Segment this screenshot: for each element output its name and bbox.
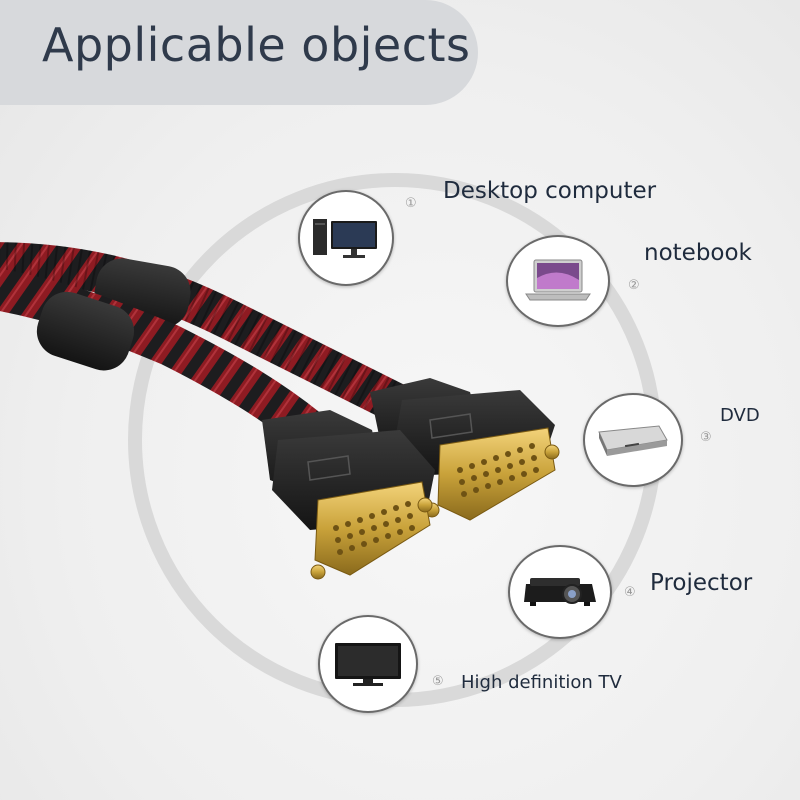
page-title: Applicable objects: [42, 18, 471, 72]
header-banner: Applicable objects: [0, 0, 478, 105]
laptop-icon: [525, 259, 591, 301]
device-desktop-computer: [298, 190, 394, 286]
device-label: High definition TV: [461, 672, 622, 693]
device-label: notebook: [644, 240, 752, 266]
dvi-connector: [370, 378, 560, 521]
device-number: ④: [624, 585, 636, 600]
device-number: ⑤: [432, 674, 444, 689]
dvd-player-icon: [598, 425, 668, 456]
desktop-computer-icon: [313, 219, 377, 258]
device-number: ③: [700, 430, 712, 445]
device-projector: [508, 545, 612, 639]
device-label: Projector: [650, 570, 753, 596]
device-hdtv: [318, 615, 418, 713]
cable-lower: [0, 268, 341, 461]
device-label: DVD: [720, 405, 760, 426]
device-dvd: [583, 393, 683, 487]
projector-icon: [524, 578, 596, 606]
device-label: Desktop computer: [443, 178, 657, 204]
tv-icon: [335, 643, 401, 686]
device-notebook: [506, 235, 610, 327]
ferrite-bead: [36, 291, 135, 371]
device-number: ②: [628, 278, 640, 293]
dvi-connector: [262, 410, 435, 580]
device-number: ①: [405, 196, 417, 211]
